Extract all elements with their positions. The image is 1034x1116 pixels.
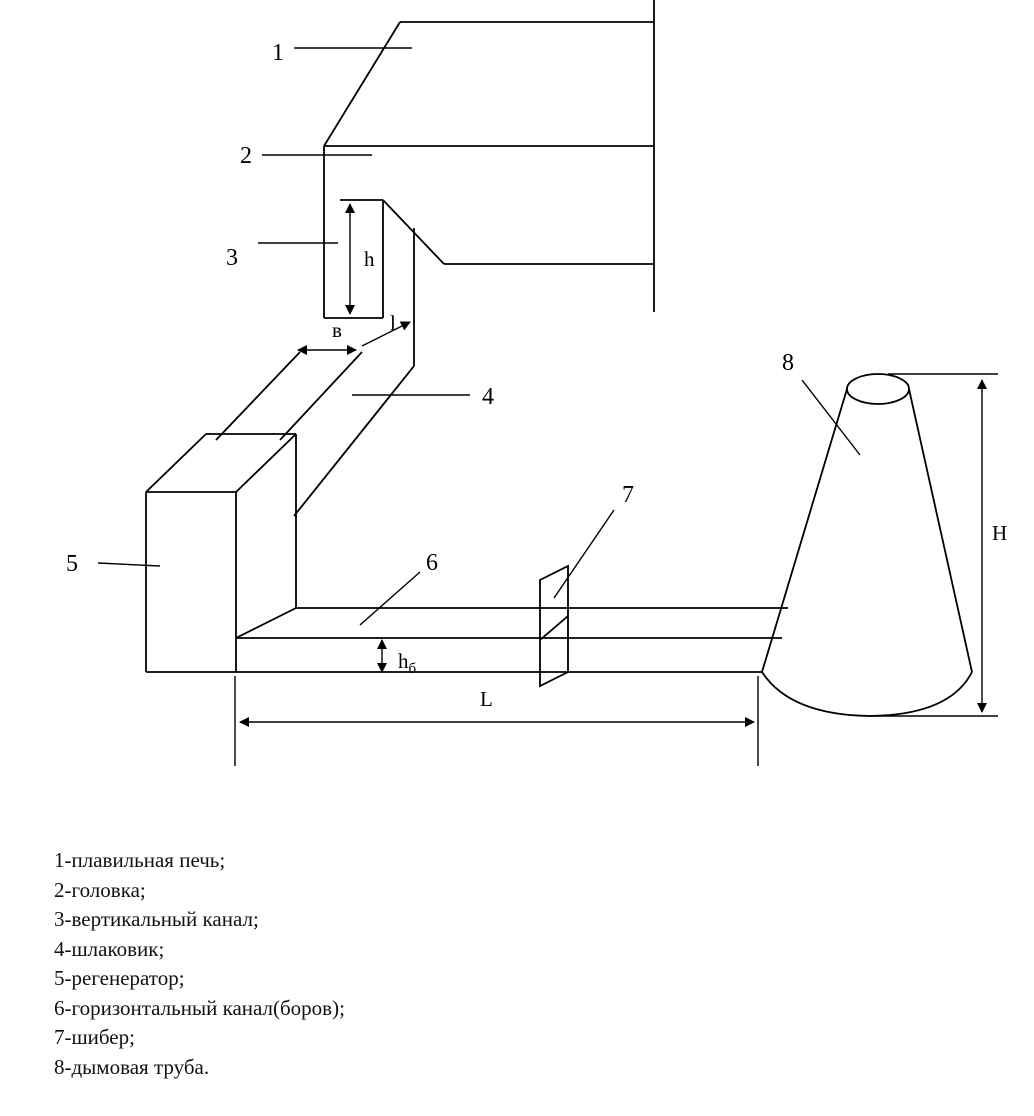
legend-item-2: 2-головка; <box>54 877 146 902</box>
label-8: 8 <box>782 350 794 376</box>
legend-item-1: 1-плавильная печь; <box>54 848 226 872</box>
regenerator <box>145 433 297 672</box>
dim-h-label: h <box>364 247 375 271</box>
dimension-lines <box>234 203 998 766</box>
damper <box>539 564 569 688</box>
label-2: 2 <box>240 143 252 169</box>
horizontal-channel <box>146 607 788 673</box>
furnace-schematic: 1 2 3 4 5 6 7 8 h в l hб L H <box>66 0 1007 766</box>
slag-pocket <box>215 351 415 517</box>
label-7: 7 <box>622 482 634 508</box>
legend: 1-плавильная печь; 2-головка; 3-вертикал… <box>54 846 345 1082</box>
melting-furnace <box>323 0 655 312</box>
dim-L-label: L <box>480 687 493 711</box>
legend-item-5: 5-регенератор; <box>54 966 185 990</box>
dim-H-label: H <box>992 521 1007 545</box>
label-6: 6 <box>426 550 438 576</box>
legend-item-7: 7-шибер; <box>54 1025 135 1049</box>
label-4: 4 <box>482 384 494 410</box>
dim-hb-label: hб <box>398 649 417 677</box>
vertical-channel <box>323 146 654 366</box>
label-1: 1 <box>272 40 284 66</box>
legend-item-3: 3-вертикальный канал; <box>54 907 259 931</box>
dim-l-label: l <box>390 311 396 335</box>
legend-item-4: 4-шлаковик; <box>54 936 165 961</box>
legend-item-8: 8-дымовая труба. <box>54 1054 210 1079</box>
leader-lines <box>97 47 861 626</box>
legend-item-6: 6-горизонтальный канал(боров); <box>54 995 345 1020</box>
label-3: 3 <box>226 245 238 271</box>
chimney <box>761 373 973 717</box>
label-5: 5 <box>66 551 78 577</box>
dim-b-label: в <box>332 318 342 342</box>
